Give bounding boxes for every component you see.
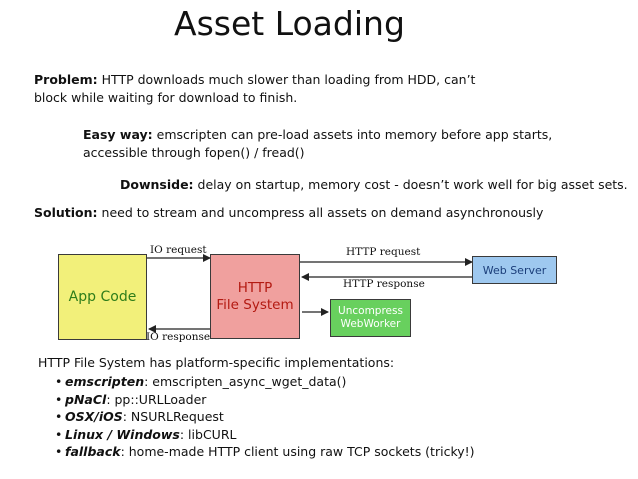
- impl-name: emscripten: [65, 374, 145, 389]
- slide-title: Asset Loading: [174, 4, 405, 43]
- web-server-box: Web Server: [472, 256, 557, 284]
- list-item: •pNaCl: pp::URLLoader: [55, 391, 207, 407]
- http-fs-label-2: File System: [216, 296, 294, 313]
- downside-text: delay on startup, memory cost - doesn’t …: [197, 177, 628, 192]
- downside-label: Downside:: [120, 177, 194, 192]
- list-item: •emscripten: emscripten_async_wget_data(…: [55, 374, 347, 389]
- impl-detail: : emscripten_async_wget_data(): [144, 374, 347, 389]
- uncompress-webworker-box: Uncompress WebWorker: [330, 299, 411, 337]
- impl-detail: : NSURLRequest: [122, 409, 224, 424]
- app-code-box: App Code: [58, 254, 147, 340]
- impl-name: fallback: [65, 444, 121, 459]
- uncompress-label-2: WebWorker: [340, 318, 401, 330]
- solution-label: Solution:: [34, 205, 98, 220]
- io-request-label: IO request: [150, 244, 207, 256]
- problem-label: Problem:: [34, 72, 98, 87]
- http-fs-label-1: HTTP: [237, 279, 273, 296]
- impl-name: Linux / Windows: [65, 426, 180, 442]
- list-item: •OSX/iOS: NSURLRequest: [55, 409, 224, 424]
- easy-way-text-1: emscripten can pre-load assets into memo…: [156, 127, 553, 142]
- http-request-label: HTTP request: [346, 246, 421, 258]
- solution-line: Solution: need to stream and uncompress …: [34, 204, 543, 222]
- http-response-label: HTTP response: [343, 278, 425, 290]
- impl-name: pNaCl: [65, 391, 107, 407]
- uncompress-label-1: Uncompress: [338, 305, 403, 317]
- solution-text: need to stream and uncompress all assets…: [101, 205, 544, 220]
- implementations-heading: HTTP File System has platform-specific i…: [38, 355, 395, 370]
- easy-way-line-1: Easy way: emscripten can pre-load assets…: [83, 126, 552, 144]
- problem-line-1: Problem: HTTP downloads much slower than…: [34, 71, 475, 89]
- impl-detail: : pp::URLLoader: [106, 391, 207, 407]
- problem-text-1: HTTP downloads much slower than loading …: [101, 72, 476, 87]
- impl-name: OSX/iOS: [65, 409, 123, 424]
- list-item: •Linux / Windows: libCURL: [55, 426, 237, 442]
- app-code-label: App Code: [68, 289, 137, 305]
- http-file-system-box: HTTP File System: [210, 254, 300, 339]
- io-response-label: IO response: [146, 331, 211, 343]
- downside-line: Downside: delay on startup, memory cost …: [120, 176, 628, 194]
- web-server-label: Web Server: [482, 263, 547, 277]
- implementations-list: •emscripten: emscripten_async_wget_data(…: [55, 373, 475, 461]
- easy-way-label: Easy way:: [83, 127, 153, 142]
- problem-text-2: block while waiting for download to fini…: [34, 90, 298, 105]
- easy-way-text-2: accessible through fopen() / fread(): [83, 145, 305, 160]
- impl-detail: : home-made HTTP client using raw TCP so…: [120, 444, 475, 459]
- impl-detail: : libCURL: [179, 426, 237, 442]
- list-item: •fallback: home-made HTTP client using r…: [55, 444, 475, 459]
